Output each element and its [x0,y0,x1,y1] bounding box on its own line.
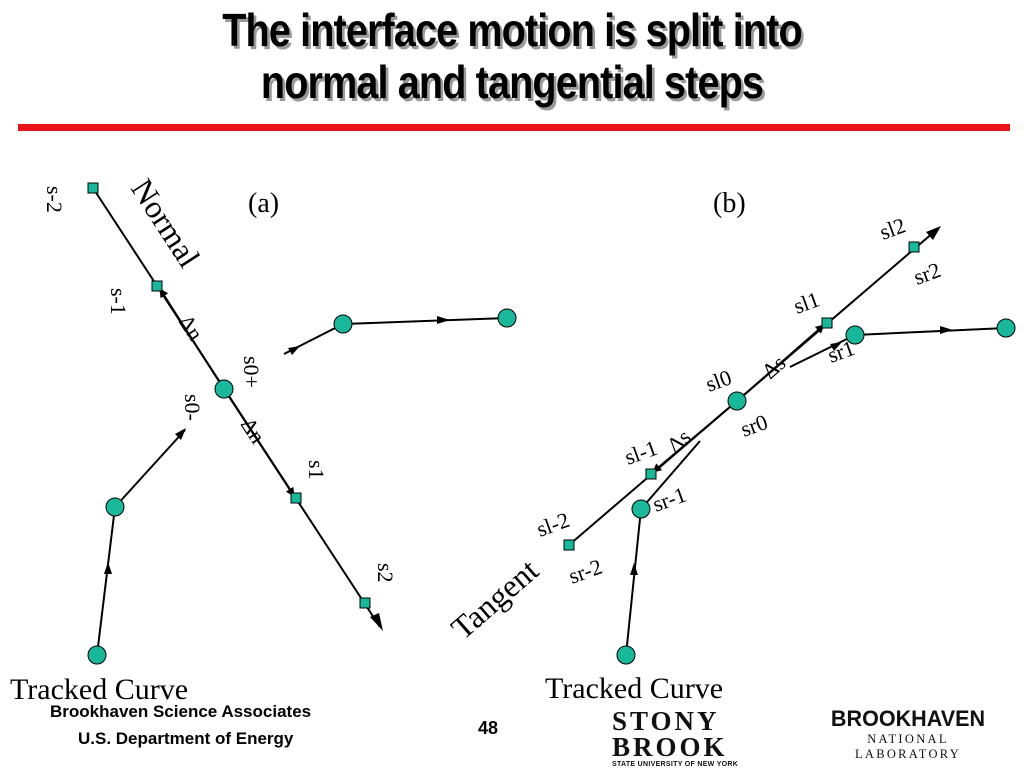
stony-brook-logo-sub: STATE UNIVERSITY OF NEW YORK [612,761,739,768]
brookhaven-logo: BROOKHAVEN NATIONAL LABORATORY [812,706,1004,762]
tracked-curve-b-seg-3 [789,334,856,368]
brookhaven-logo-sub: NATIONAL LABORATORY [854,732,962,761]
tracked-curve-arrow-4 [437,316,450,324]
footer-org-line-2: U.S. Department of Energy [78,729,294,748]
label-sl-2: sl-2 [533,507,573,542]
label-s0-plus: s0+ [239,356,264,388]
label-sl0: sl0 [702,364,735,396]
stony-brook-logo-line-1: STONY [612,706,720,736]
label-sl2: sl2 [876,212,909,244]
label-sr-1: sr-1 [649,482,689,517]
curve-node [87,645,107,665]
label-s0-minus: s0- [180,394,205,421]
title-line-1: The interface motion is split into [222,4,802,56]
stony-brook-logo: STONY BROOK STATE UNIVERSITY OF NEW YORK [612,708,764,768]
curve-node-b [616,645,636,665]
panel-b: (b) Tangent sl2 sr2 sl1 sr1 Δs sl0 sr0 Δ… [444,188,1016,705]
slide-title: The interface motion is split into norma… [72,4,953,108]
curve-node-s0 [214,379,234,399]
normal-label: Normal [124,172,207,274]
delta-s-back-arrow [652,400,738,473]
curve-node [333,314,353,334]
tracked-curve-seg-2 [114,429,186,508]
label-s-1: s-1 [106,288,131,315]
tracked-curve-b-seg-2 [640,440,701,510]
label-sr2: sr2 [910,257,944,290]
curve-node [497,308,517,328]
tracked-curve-arrow-3 [288,346,300,355]
tracked-curve-b-arrow-1 [630,563,638,575]
tracked-curve-seg-1 [96,506,116,656]
tracked-curve-b-arrow-4 [940,326,953,334]
tangent-point-sl2 [908,241,920,253]
normal-point-s-2 [87,182,99,194]
curve-node-b [845,325,865,345]
panel-b-label: (b) [713,188,746,219]
label-s1: s1 [304,460,329,480]
tangent-point-sl1 [821,317,833,329]
label-s2: s2 [373,563,398,583]
curve-node-b-s0 [727,391,747,411]
curve-node-b [631,499,651,519]
tracked-curve-arrow-1 [104,562,112,574]
panel-a: (a) Normal s-2 s-1 Δn s0+ s0- Δn s1 s2 T… [10,172,517,706]
delta-s-forward-arrow [736,324,825,402]
footer-org-line-1: Brookhaven Science Associates [50,702,312,721]
label-delta-n-upper: Δn [174,310,209,345]
label-sr0: sr0 [737,409,771,442]
tracked-curve-arrow-2 [175,428,186,440]
title-divider [18,124,1010,131]
tracked-curve-b-seg-1 [625,508,642,656]
label-delta-n-lower: Δn [236,413,271,448]
tracked-curve-b-arrow-3 [830,342,842,351]
label-sr-2: sr-2 [565,554,605,589]
page-number: 48 [478,718,499,738]
title-line-2: normal and tangential steps [260,56,764,108]
stony-brook-logo-line-2: BROOK [612,732,728,762]
normal-point-s2 [359,597,371,609]
tracked-curve-seg-4 [342,317,508,325]
curve-node [105,497,125,517]
tangent-point-sl-2 [563,539,575,551]
brookhaven-logo-name: BROOKHAVEN [830,706,986,731]
tangent-point-sl-1 [645,468,657,480]
tracked-curve-label-a: Tracked Curve [10,673,188,706]
tangent-label: Tangent [444,552,545,647]
panel-a-label: (a) [248,188,279,219]
normal-point-s1 [290,492,302,504]
tracked-curve-b-seg-4 [854,327,1007,336]
normal-point-s-1 [151,280,163,292]
label-sl1: sl1 [790,286,823,318]
label-sl-1: sl-1 [621,435,661,470]
delta-n-down-arrow [223,388,295,497]
tangent-arrowhead [926,226,941,240]
curve-node-b [996,318,1016,338]
label-s-2: s-2 [42,186,67,213]
tracked-curve-label-b: Tracked Curve [545,672,723,705]
delta-n-up-arrow [159,288,225,390]
normal-arrowhead [370,613,383,631]
